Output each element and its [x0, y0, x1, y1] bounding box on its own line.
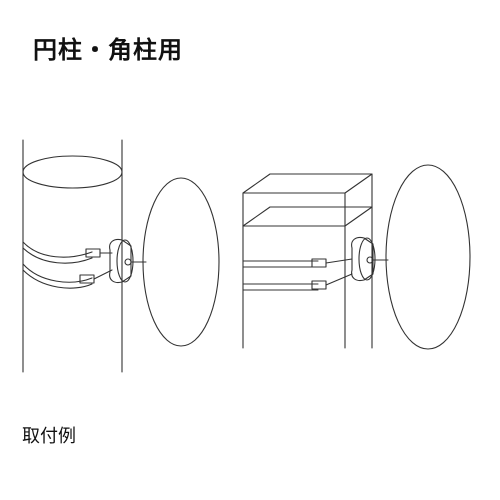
prism-top-face	[242, 173, 373, 194]
round-bracket	[109, 238, 132, 284]
square-lower-tail	[325, 273, 353, 286]
lower-strap-tail	[93, 269, 113, 280]
round-bracket-bolt	[124, 258, 132, 266]
round-bracket-face	[116, 239, 134, 283]
round-pillar-figure	[22, 139, 220, 373]
round-pillar-mirror	[142, 177, 220, 347]
square-bracket	[351, 236, 374, 282]
square-upper-strap	[242, 260, 319, 268]
upper-strap	[22, 241, 93, 264]
cylinder-top-ellipse	[22, 155, 123, 189]
square-upper-buckle	[311, 258, 327, 268]
page-title: 円柱・角柱用	[33, 36, 183, 64]
square-lower-strap	[242, 283, 319, 291]
prism-section-plane	[242, 206, 373, 227]
lower-buckle	[79, 274, 95, 284]
square-pillar-figure	[242, 164, 471, 350]
square-pillar-mirror	[385, 164, 471, 350]
square-upper-tail	[325, 258, 353, 264]
square-lower-buckle	[311, 280, 327, 290]
lower-strap	[22, 263, 93, 289]
caption: 取付例	[22, 426, 76, 447]
square-bracket-face	[358, 237, 376, 281]
